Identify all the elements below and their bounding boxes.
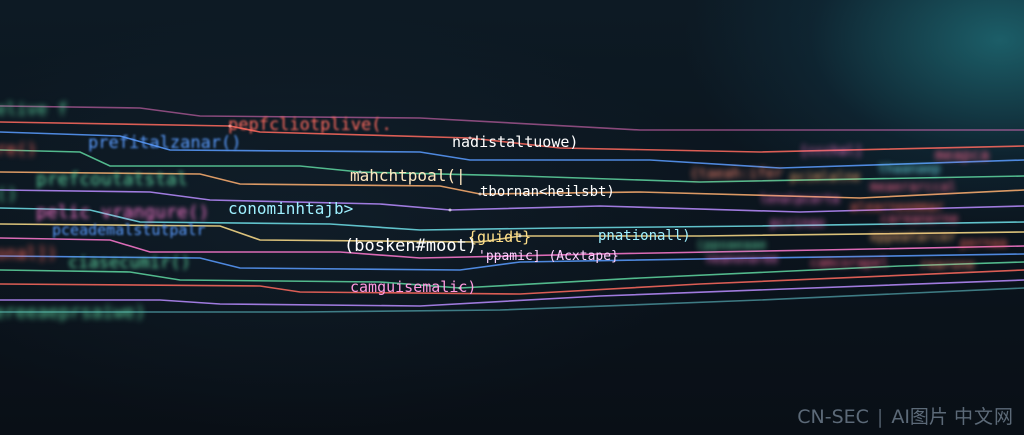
trace-line xyxy=(0,223,1024,243)
trace-line xyxy=(0,149,1024,183)
code-fragment: re() xyxy=(0,140,37,160)
code-fragment: meapca xyxy=(935,146,990,164)
code-fragment: [ccchal] xyxy=(800,144,863,159)
code-fragment: neanonaree xyxy=(706,252,779,266)
code-line: {guidt} xyxy=(468,228,532,246)
watermark-cn: 中文网 xyxy=(953,406,1014,428)
trace-line xyxy=(0,207,1024,231)
trace-line xyxy=(0,269,1024,295)
code-line: camguisemalic) xyxy=(350,278,477,296)
connector-dots xyxy=(228,124,522,290)
code-fragment: lenalpcarta xyxy=(760,192,840,206)
code-line: mahchtpoal(| xyxy=(350,166,466,185)
watermark-ai: AI图片 xyxy=(891,406,948,428)
watermark-separator: | xyxy=(876,406,884,428)
code-line: pelic vrangure() xyxy=(36,202,210,223)
trace-line xyxy=(0,279,1024,307)
code-line: ereeaeprsaiwe) xyxy=(0,302,146,323)
trace-line xyxy=(0,189,1024,213)
code-line: (bosken#moot) xyxy=(344,236,478,256)
code-line: prefitalzanar() xyxy=(88,133,242,153)
code-fragment: {taeah:ifer xyxy=(690,166,783,182)
code-fragment: () xyxy=(0,184,18,205)
code-line: pepfcliotplive(. xyxy=(228,115,392,135)
code-line: prefcoutatstal xyxy=(36,169,188,190)
trace-line xyxy=(0,131,1024,169)
code-line: 'ppamic] (Acxtape} xyxy=(478,249,619,264)
code-line: tbornan<heilsbt) xyxy=(480,184,615,200)
code-line: pceademalstutpalr xyxy=(52,221,206,239)
code-fragment: thaanaep xyxy=(878,162,941,177)
code-line: nadistaltuowe) xyxy=(452,133,579,151)
code-fragment: pcrinao xyxy=(770,216,825,231)
watermark-left: CN-SEC xyxy=(797,406,869,428)
trace-line xyxy=(0,287,1024,313)
trace-line xyxy=(0,237,1024,259)
code-fragment: pcimlalne xyxy=(790,170,861,185)
trace-line xyxy=(0,253,1024,271)
code-fragment: meaerarccal xyxy=(870,180,957,195)
code-fragment: careanerne xyxy=(880,212,959,227)
code-fragment: onal]) xyxy=(0,244,58,264)
code-fragment: (ppoaeaae xyxy=(696,238,767,253)
watermark: CN-SEC | AI图片 中文网 xyxy=(797,402,1014,429)
trace-line xyxy=(0,261,1024,289)
code-fragment: elive f xyxy=(0,100,68,120)
code-line: ciasecumir() xyxy=(68,253,191,273)
trace-line xyxy=(0,105,1024,131)
code-fragment: pernaa xyxy=(960,236,1007,251)
code-fragment: alearneemmar xyxy=(850,200,944,215)
code-line: conominhtajb> xyxy=(228,199,354,218)
code-line: pnationall) xyxy=(598,228,691,244)
code-fragment: eppeatarcer xyxy=(870,230,957,245)
trace-line xyxy=(0,171,1024,199)
code-fragment: camcorapel xyxy=(810,256,889,271)
code-fragment: rearone xyxy=(920,258,975,273)
